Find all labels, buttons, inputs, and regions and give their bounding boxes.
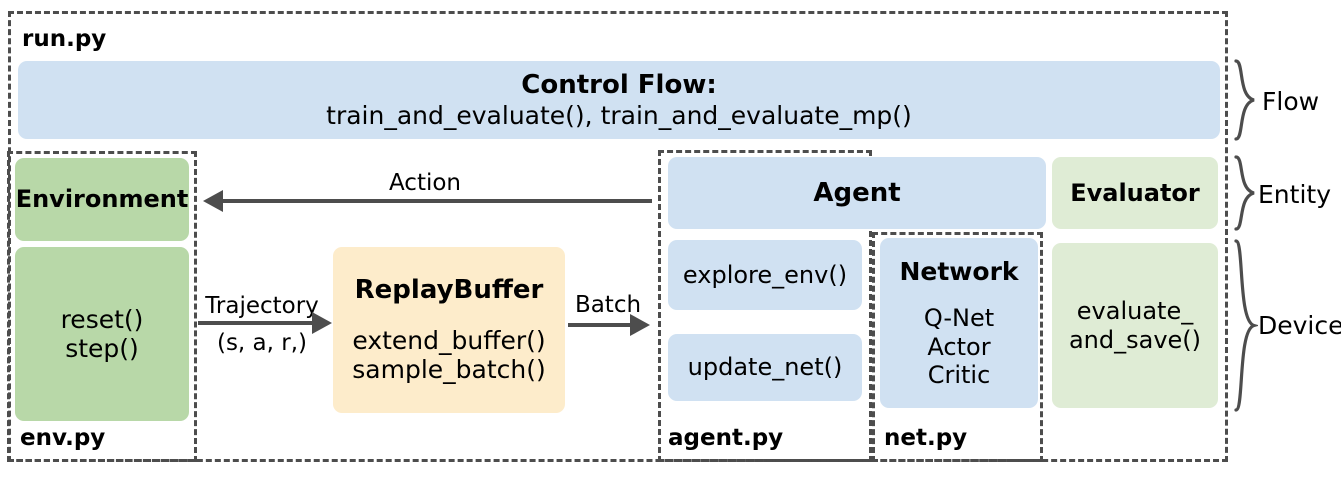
control-flow-title: Control Flow: <box>521 69 717 100</box>
env-py-label: env.py <box>20 425 106 451</box>
batch-arrow-line <box>568 323 632 327</box>
action-arrow-line <box>222 199 652 203</box>
trajectory-arrow-line <box>198 321 314 325</box>
network-item-critic: Critic <box>927 360 991 389</box>
agent-explore-env-label: explore_env() <box>682 260 848 289</box>
net-py-container <box>872 232 1043 462</box>
environment-label: Environment <box>15 185 189 214</box>
agent-explore-env-box: explore_env() <box>668 240 862 310</box>
entity-brace-icon <box>1234 155 1255 231</box>
env-method-step: step() <box>65 334 139 363</box>
action-arrow-head <box>203 190 223 212</box>
agent-update-net-box: update_net() <box>668 334 862 401</box>
env-py-container <box>7 151 197 462</box>
replay-buffer-method-extend: extend_buffer() <box>352 325 546 355</box>
agent-box: Agent <box>668 157 1046 229</box>
evaluator-box: Evaluator <box>1052 157 1218 229</box>
device-brace-label: Device <box>1258 311 1341 340</box>
env-methods-box: reset() step() <box>15 247 189 421</box>
evaluate-and-save-line2: and_save() <box>1068 325 1202 354</box>
network-item-actor: Actor <box>927 332 991 361</box>
net-py-label: net.py <box>884 425 968 451</box>
action-arrow-label: Action <box>388 170 462 196</box>
replay-buffer-title: ReplayBuffer <box>354 275 544 306</box>
network-item-qnet: Q-Net <box>923 304 995 333</box>
batch-arrow-head <box>630 314 650 336</box>
trajectory-arrow-label-top: Trajectory <box>205 293 319 319</box>
env-method-reset: reset() <box>60 304 144 334</box>
evaluator-label: Evaluator <box>1070 178 1200 207</box>
entity-brace-label: Entity <box>1258 180 1331 209</box>
trajectory-arrow-head <box>312 312 332 334</box>
network-box: Network Q-Net Actor Critic <box>880 238 1038 408</box>
device-brace-icon <box>1234 239 1258 412</box>
evaluate-and-save-line1: evaluate_ <box>1076 297 1194 326</box>
environment-box: Environment <box>15 158 189 241</box>
evaluate-and-save-box: evaluate_ and_save() <box>1052 243 1218 408</box>
agent-update-net-label: update_net() <box>687 353 843 382</box>
agent-py-label: agent.py <box>668 425 784 451</box>
control-flow-box: Control Flow: train_and_evaluate(), trai… <box>18 61 1220 139</box>
agent-label: Agent <box>813 177 901 208</box>
network-title: Network <box>899 256 1019 286</box>
run-py-label: run.py <box>22 26 107 52</box>
control-flow-functions: train_and_evaluate(), train_and_evaluate… <box>326 100 912 130</box>
agent-py-container <box>658 150 872 462</box>
trajectory-arrow-label-bottom: (s, a, r,) <box>216 330 308 356</box>
replay-buffer-box: ReplayBuffer extend_buffer() sample_batc… <box>333 247 565 413</box>
flow-brace-label: Flow <box>1262 87 1320 116</box>
replay-buffer-method-sample: sample_batch() <box>352 355 546 385</box>
batch-arrow-label: Batch <box>574 292 642 318</box>
flow-brace-icon <box>1234 59 1255 141</box>
